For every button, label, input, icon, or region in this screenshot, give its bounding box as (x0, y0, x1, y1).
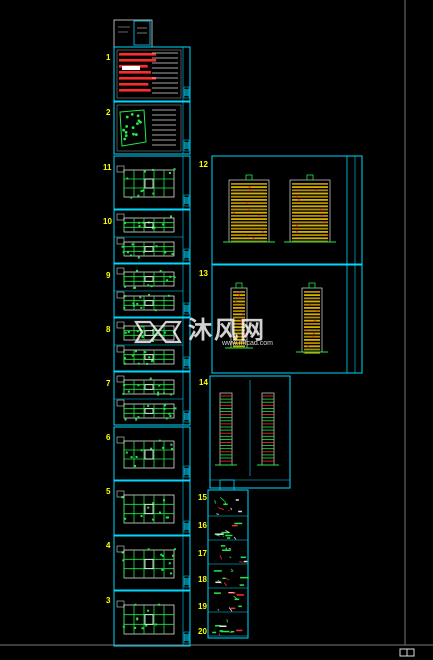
floor-plan-sheet[interactable] (113, 480, 191, 536)
floor-plan-sheet[interactable] (113, 101, 191, 155)
label-sheet-9: 9 (106, 271, 111, 280)
floor-plan-sheet[interactable] (113, 263, 191, 318)
floor-plan-sheet[interactable] (113, 317, 191, 372)
label-sheet-11: 11 (103, 163, 112, 172)
viewport-corner-icon[interactable] (399, 648, 415, 657)
detail-sheets[interactable] (207, 479, 249, 639)
floor-plan-sheet[interactable] (113, 209, 191, 264)
label-sheet-20: 20 (198, 627, 207, 636)
sheet-labels: 1 2 11 10 9 8 7 6 5 4 3 12 13 14 15 16 1… (103, 53, 208, 636)
label-sheet-4: 4 (106, 541, 111, 550)
label-sheet-19: 19 (198, 602, 207, 611)
floor-plan-sheet[interactable] (113, 426, 191, 481)
watermark: 沐风网 www.mfcad.com (134, 317, 273, 347)
watermark-logo-icon (134, 320, 182, 344)
label-sheet-17: 17 (198, 549, 207, 558)
cover-sheet[interactable] (113, 19, 153, 48)
label-sheet-14: 14 (199, 378, 208, 387)
watermark-url: www.mfcad.com (221, 340, 273, 347)
sheet-13-elevations[interactable] (211, 264, 363, 374)
label-sheet-15: 15 (198, 493, 207, 502)
label-sheet-3: 3 (106, 596, 111, 605)
floor-plan-sheet[interactable] (113, 590, 191, 647)
sheet-14-sections[interactable] (209, 375, 291, 489)
label-sheet-8: 8 (106, 325, 111, 334)
sheet-12-elevations[interactable] (211, 155, 363, 265)
label-sheet-5: 5 (106, 487, 111, 496)
label-sheet-1: 1 (106, 53, 111, 62)
floor-plan-sheet[interactable] (113, 535, 191, 591)
label-sheet-18: 18 (198, 575, 207, 584)
floor-plan-sheet[interactable] (113, 155, 191, 210)
label-sheet-10: 10 (103, 217, 112, 226)
label-sheet-13: 13 (199, 269, 208, 278)
label-sheet-16: 16 (198, 521, 207, 530)
label-sheet-12: 12 (199, 160, 208, 169)
label-sheet-6: 6 (106, 433, 111, 442)
watermark-brand: 沐风网 (188, 317, 266, 344)
floor-plan-sheet[interactable] (113, 46, 191, 102)
label-sheet-2: 2 (106, 108, 111, 117)
floor-plan-sheet[interactable] (113, 371, 191, 426)
label-sheet-7: 7 (106, 379, 111, 388)
